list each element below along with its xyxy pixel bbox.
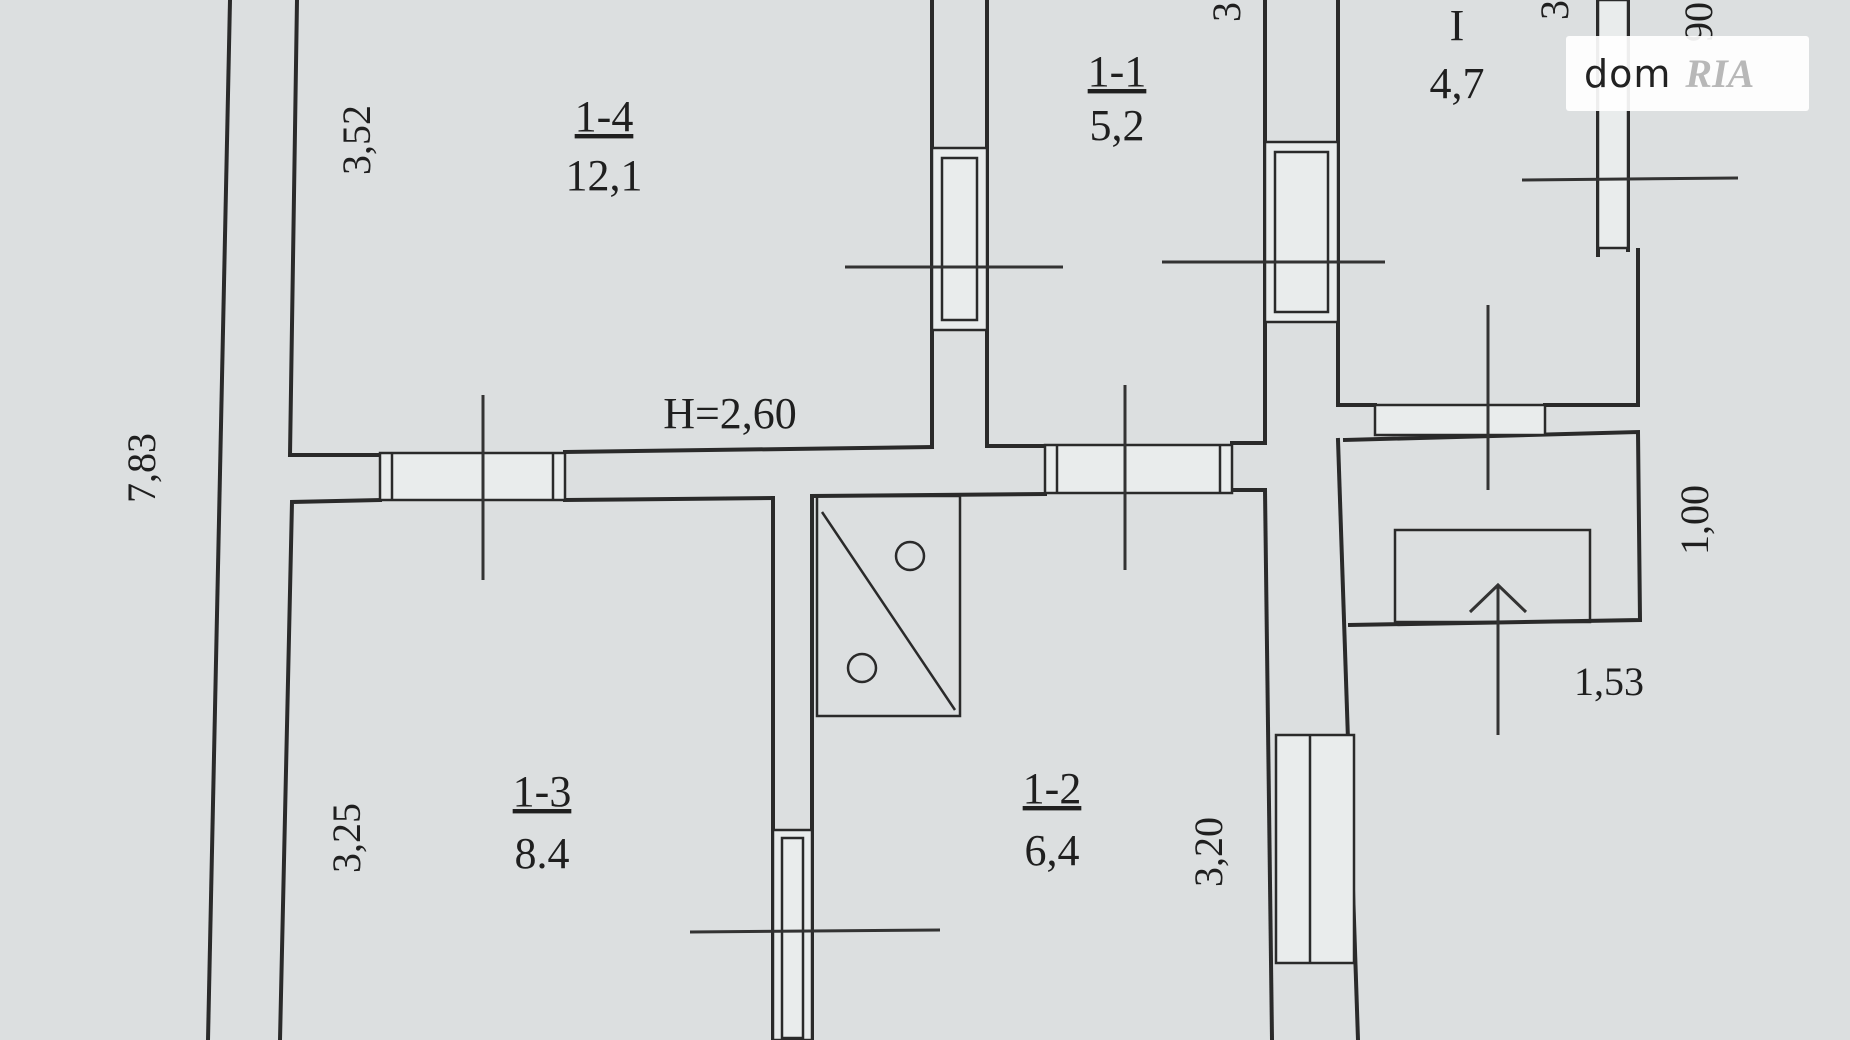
- wall-h-1-3: [562, 495, 776, 503]
- window-pane: [1273, 150, 1330, 314]
- dim-vestibule-width: 1,53: [1574, 659, 1644, 704]
- dim-1-2-length: 3,20: [1186, 817, 1231, 887]
- ceiling-height-label: H=2,60: [663, 389, 797, 438]
- wall-room-1-3: [277, 497, 383, 1040]
- wall-room-1-2: [810, 491, 1048, 1040]
- window-pane: [780, 836, 805, 1040]
- dim-vestibule-depth: 1,00: [1672, 485, 1717, 555]
- burner-icon: [894, 540, 926, 572]
- door-1-2: [1043, 443, 1234, 495]
- dim-1-3-width: 3,25: [324, 803, 369, 873]
- wall-h-mid: [562, 444, 935, 455]
- entry-step: [1393, 528, 1592, 624]
- room-1-2-id: 1-2: [1023, 764, 1082, 813]
- dim-top-partial-3: 90: [1676, 2, 1721, 42]
- burner-icon: [846, 652, 878, 684]
- dim-1-4-width: 3,52: [334, 105, 379, 175]
- window-pane: [940, 156, 979, 322]
- axis-line: [1521, 176, 1739, 182]
- wall-v-1-2: [1262, 487, 1275, 1040]
- room-1-4-area: 12,1: [566, 151, 643, 200]
- watermark-logo: dom RIA: [1566, 36, 1809, 111]
- dim-top-partial-1: 3: [1204, 2, 1249, 22]
- stove: [815, 494, 962, 718]
- room-1-1-area: 5,2: [1090, 101, 1145, 150]
- stove-diagonal: [820, 511, 957, 711]
- watermark-ria: RIA: [1685, 51, 1755, 96]
- room-1-3-area: 8.4: [515, 829, 570, 878]
- outer-wall-line: [205, 0, 233, 1040]
- door-vestibule: [1373, 403, 1547, 437]
- room-1-3-id: 1-3: [513, 767, 572, 816]
- entry-arrow-icon: [1468, 582, 1528, 614]
- axis-line: [689, 928, 941, 934]
- dim-total-length: 7,83: [119, 433, 164, 503]
- room-1-4-id: 1-4: [575, 92, 634, 141]
- room-1-1-id: 1-1: [1088, 47, 1147, 96]
- watermark-dom: dom: [1584, 51, 1672, 96]
- dim-top-partial-2: 3: [1532, 0, 1577, 20]
- wall-room-1-4: [287, 0, 382, 457]
- room-1-2-area: 6,4: [1025, 826, 1080, 875]
- room-I-id: I: [1450, 1, 1465, 50]
- door-1-4-1-3: [378, 451, 567, 502]
- room-I-area: 4,7: [1430, 59, 1485, 108]
- window-bottom-right: [1274, 733, 1356, 965]
- vestibule-wall: [1342, 429, 1643, 628]
